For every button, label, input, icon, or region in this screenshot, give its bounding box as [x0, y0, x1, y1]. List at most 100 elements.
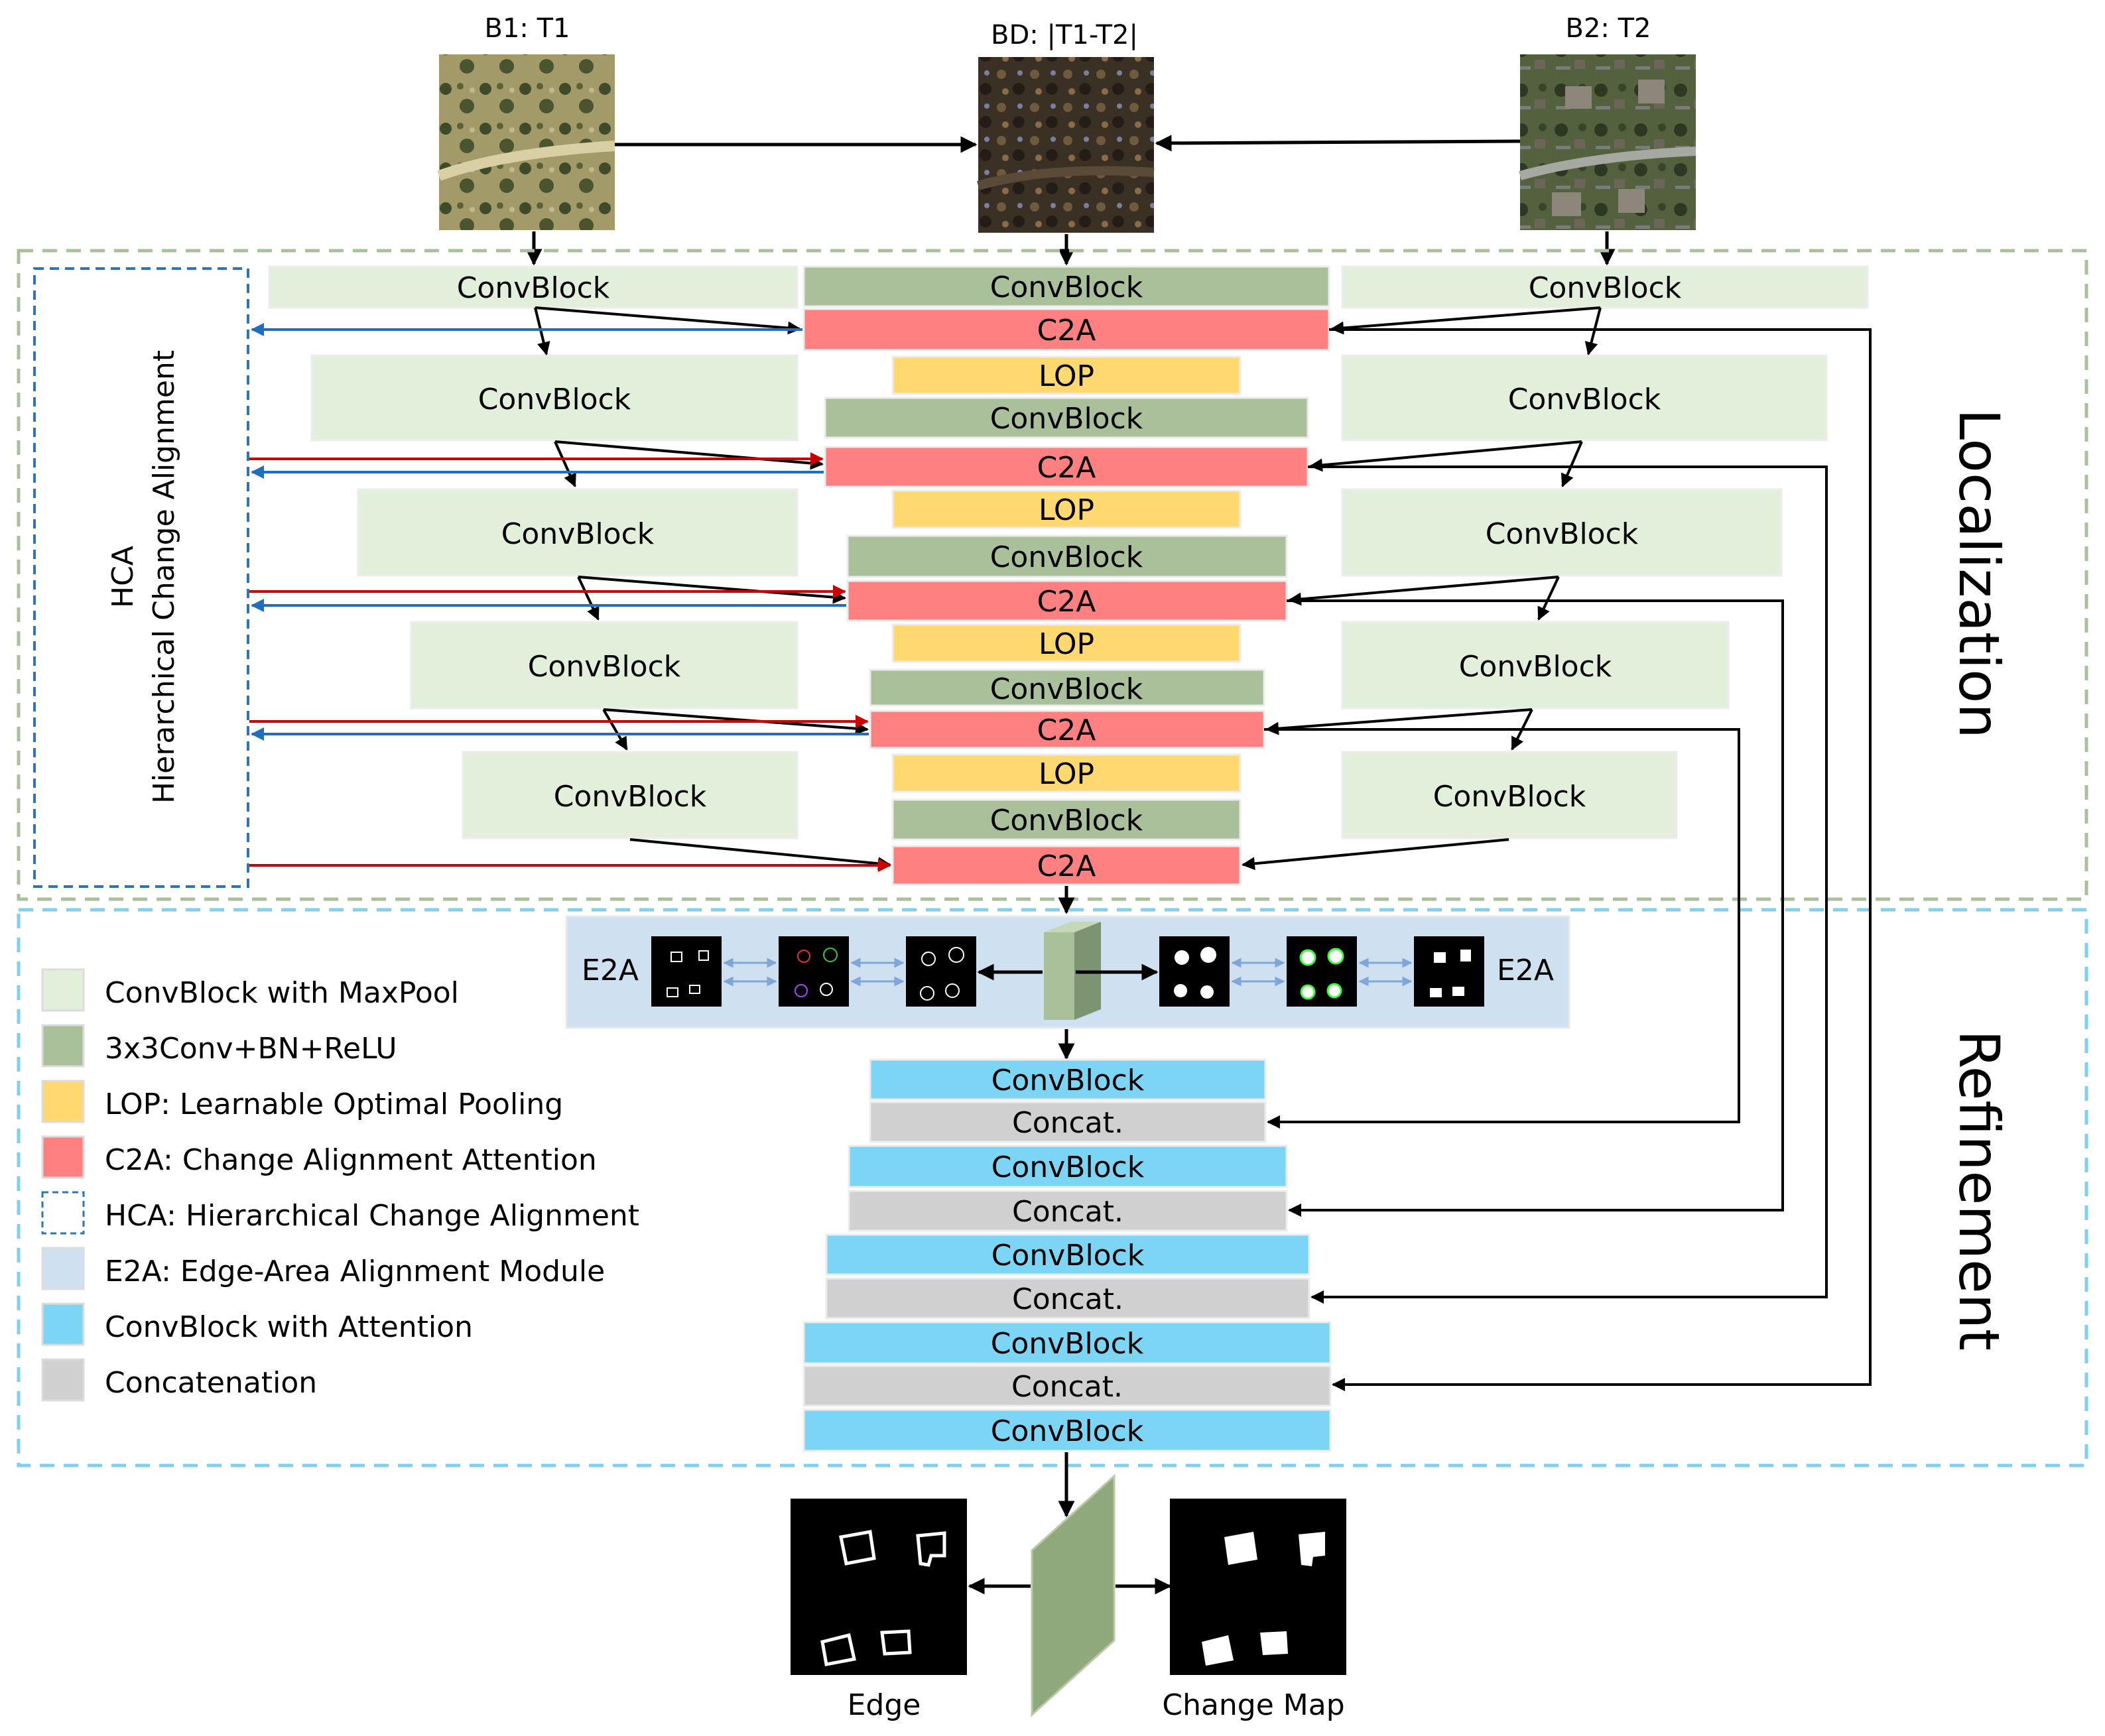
t1-convblock-1: ConvBlock: [268, 265, 798, 309]
area-map-thumb-1: [1159, 936, 1230, 1007]
c2a-block-5: C2A: [891, 845, 1242, 886]
area-map-thumb-2: [1287, 936, 1357, 1007]
legend: ConvBlock with MaxPool 3x3Conv+BN+ReLU L…: [41, 968, 639, 1402]
t2-to-diff-arrow: [1155, 135, 1521, 152]
svg-text:ConvBlock: ConvBlock: [1486, 517, 1639, 551]
lop-block-1: LOP: [891, 355, 1242, 395]
t2-label: B2: T2: [1566, 13, 1651, 44]
diff-conv-bn-relu-5: ConvBlock: [891, 798, 1242, 841]
edge-map-thumb-3: [906, 936, 976, 1007]
decoder-convblock-4: ConvBlock: [802, 1321, 1332, 1365]
svg-text:C2A: C2A: [1037, 849, 1096, 883]
legend-item-e2a: E2A: Edge-Area Alignment Module: [41, 1247, 605, 1290]
area-map-thumb-3: [1414, 936, 1484, 1007]
svg-text:ConvBlock: ConvBlock: [990, 540, 1143, 574]
svg-text:LOP: Learnable Optimal Pooling: LOP: Learnable Optimal Pooling: [105, 1087, 563, 1121]
legend-item-convblock-maxpool: ConvBlock with MaxPool: [41, 968, 459, 1012]
svg-text:ConvBlock: ConvBlock: [991, 1064, 1145, 1097]
svg-text:ConvBlock: ConvBlock: [991, 1239, 1145, 1272]
svg-text:LOP: LOP: [1039, 627, 1094, 661]
refinement-title: Refinement: [1946, 1030, 2011, 1351]
t1-convblock-5: ConvBlock: [462, 751, 798, 839]
t1-label: B1: T1: [485, 13, 570, 44]
legend-item-c2a: C2A: Change Alignment Attention: [41, 1135, 597, 1179]
legend-item-hca: HCA: Hierarchical Change Alignment: [41, 1191, 639, 1235]
diff-conv-bn-relu-1: ConvBlock: [802, 265, 1330, 308]
svg-text:ConvBlock: ConvBlock: [991, 1327, 1144, 1361]
svg-text:ConvBlock: ConvBlock: [554, 780, 707, 814]
t2-convblock-1: ConvBlock: [1341, 265, 1869, 309]
t2-convblock-5: ConvBlock: [1341, 751, 1678, 839]
lop-block-2: LOP: [891, 489, 1242, 529]
hca-subtitle: Hierarchical Change Alignment: [147, 350, 181, 804]
decoder-concat-1: Concat.: [869, 1101, 1267, 1143]
svg-text:LOP: LOP: [1039, 757, 1094, 791]
legend-item-convblock-attention: ConvBlock with Attention: [41, 1302, 473, 1346]
hca-red-arrows: [249, 452, 891, 872]
svg-text:ConvBlock: ConvBlock: [1508, 383, 1661, 416]
svg-text:ConvBlock: ConvBlock: [990, 402, 1143, 436]
diff-conv-bn-relu-4: ConvBlock: [869, 668, 1265, 707]
e2a-label-left: E2A: [582, 954, 639, 987]
localization-title: Localization: [1946, 408, 2011, 739]
t1-convblock-3: ConvBlock: [357, 488, 798, 577]
c2a-block-4: C2A: [869, 710, 1265, 749]
refinement-region: [17, 908, 2088, 1467]
t1-image: [437, 54, 615, 230]
diff-conv-bn-relu-3: ConvBlock: [846, 534, 1288, 578]
localization-region: [17, 249, 2088, 901]
edge-output-image: [791, 1499, 967, 1675]
decoder-convblock-5: ConvBlock: [802, 1408, 1332, 1452]
e2a-module: E2A E2A: [565, 915, 1570, 1029]
hca-title: HCA: [106, 546, 140, 608]
e2a-label-right: E2A: [1497, 954, 1554, 987]
edge-map-thumb-2: [779, 936, 849, 1007]
change-map-output-image: [1170, 1499, 1346, 1675]
difference-image: [977, 57, 1155, 233]
svg-text:3x3Conv+BN+ReLU: 3x3Conv+BN+ReLU: [105, 1032, 397, 1066]
edge-label: Edge: [848, 1688, 921, 1722]
lop-block-3: LOP: [891, 623, 1242, 663]
c2a-block-3: C2A: [846, 580, 1288, 622]
svg-text:C2A: C2A: [1037, 585, 1096, 619]
t1-convblock-2: ConvBlock: [310, 354, 798, 442]
difference-label: BD: |T1-T2|: [991, 20, 1138, 50]
decoder-convblock-1: ConvBlock: [869, 1058, 1267, 1101]
change-map-label: Change Map: [1162, 1688, 1344, 1722]
svg-text:Concat.: Concat.: [1012, 1282, 1123, 1316]
svg-text:ConvBlock: ConvBlock: [478, 383, 631, 416]
legend-item-lop: LOP: Learnable Optimal Pooling: [41, 1080, 563, 1123]
output-conv-plane: [1031, 1473, 1116, 1717]
svg-text:C2A: Change Alignment Attentio: C2A: Change Alignment Attention: [105, 1143, 597, 1177]
t2-encoder-arrows: [1242, 306, 1602, 871]
legend-item-conv-bn-relu: 3x3Conv+BN+ReLU: [41, 1024, 397, 1068]
edge-map-thumb-1: [651, 936, 722, 1007]
hca-blue-arrows: [251, 323, 869, 741]
svg-text:ConvBlock: ConvBlock: [990, 672, 1143, 706]
hca-box: [33, 267, 249, 888]
svg-text:ConvBlock: ConvBlock: [501, 517, 655, 551]
diff-conv-bn-relu-2: ConvBlock: [824, 397, 1309, 439]
svg-text:ConvBlock: ConvBlock: [1459, 650, 1612, 684]
decoder-concat-4: Concat.: [802, 1365, 1332, 1407]
t1-encoder-arrows: [534, 306, 891, 871]
decoder-concat-2: Concat.: [848, 1190, 1288, 1232]
svg-text:Concatenation: Concatenation: [105, 1366, 317, 1400]
svg-text:LOP: LOP: [1039, 359, 1094, 393]
decoder-convblock-2: ConvBlock: [848, 1145, 1288, 1188]
svg-text:C2A: C2A: [1037, 713, 1096, 747]
svg-text:ConvBlock: ConvBlock: [991, 1414, 1144, 1448]
svg-text:ConvBlock: ConvBlock: [528, 650, 681, 684]
svg-text:ConvBlock: ConvBlock: [1433, 780, 1586, 814]
t2-convblock-3: ConvBlock: [1341, 488, 1783, 577]
c2a-block-1: C2A: [802, 308, 1330, 351]
legend-item-concatenation: Concatenation: [41, 1358, 317, 1402]
svg-text:C2A: C2A: [1037, 314, 1096, 347]
decoder-concat-3: Concat.: [825, 1277, 1310, 1320]
svg-text:ConvBlock with Attention: ConvBlock with Attention: [105, 1310, 473, 1344]
svg-text:E2A: Edge-Area Alignment Modul: E2A: Edge-Area Alignment Module: [105, 1255, 605, 1288]
svg-text:ConvBlock with MaxPool: ConvBlock with MaxPool: [105, 976, 459, 1010]
decoder-convblock-3: ConvBlock: [825, 1233, 1310, 1276]
svg-text:Concat.: Concat.: [1012, 1195, 1123, 1229]
svg-text:ConvBlock: ConvBlock: [990, 271, 1143, 304]
